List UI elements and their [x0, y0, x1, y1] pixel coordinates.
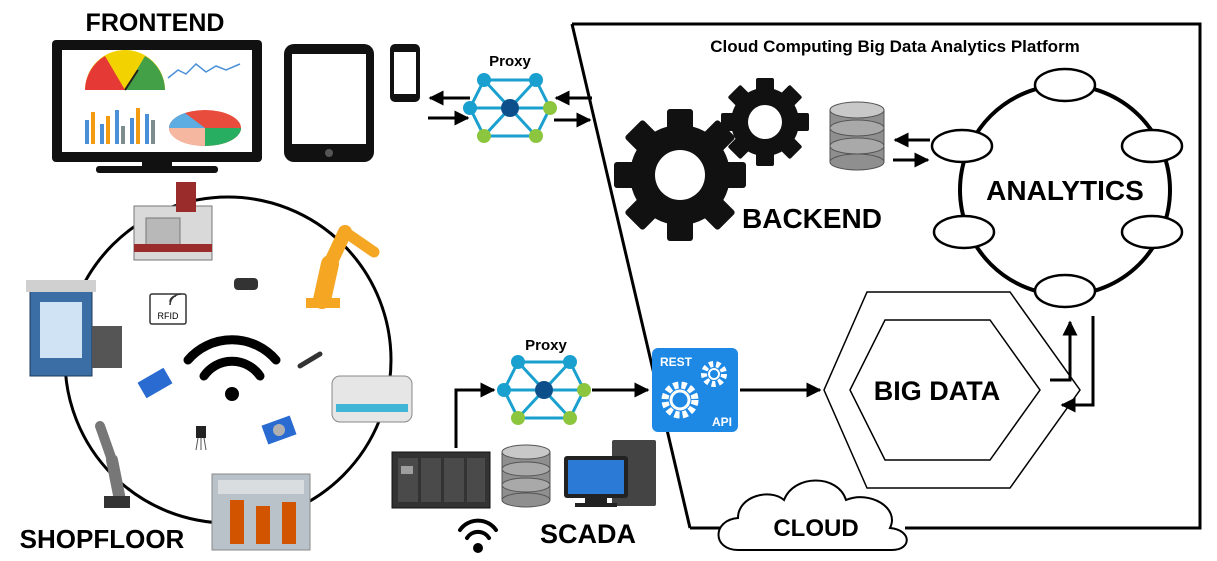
analytics-label: ANALYTICS [986, 175, 1144, 206]
smartphone-icon [390, 44, 420, 102]
arrow-scada-to-proxy [454, 382, 496, 448]
svg-text:RFID: RFID [158, 311, 179, 321]
svg-text:API: API [712, 415, 732, 429]
proximity-sensor-icon [297, 351, 323, 369]
cnc-machine-icon [133, 182, 213, 261]
plc-icon [391, 451, 491, 509]
rfid-icon: RFID [149, 293, 187, 325]
rest-api-icon: REST API [652, 348, 738, 432]
database-icon-scada [501, 444, 551, 508]
gear-small-icon [721, 78, 809, 166]
frontend-label: FRONTEND [86, 9, 225, 37]
monitor-dashboard-icon [52, 40, 262, 173]
database-icon [829, 101, 885, 171]
analytics-nodes [930, 67, 1184, 309]
wifi-icon [183, 335, 281, 401]
proxy-network-icon-bottom [497, 355, 591, 425]
scada-label: SCADA [540, 519, 636, 549]
transistor-icon [195, 426, 207, 451]
big-data-hexagon-inner [849, 319, 1041, 461]
cnc-machine-icon-left [26, 280, 122, 377]
platform-title: Cloud Computing Big Data Analytics Platf… [710, 37, 1080, 56]
svg-text:REST: REST [660, 355, 693, 369]
agv-robot-icon [331, 375, 413, 423]
proxy-bottom-label: Proxy [525, 337, 567, 354]
big-data-label: BIG DATA [874, 376, 1000, 406]
proxy-top-label: Proxy [489, 53, 531, 70]
cloud-label: CLOUD [773, 515, 858, 542]
arrow-analytics-to-bigdata [1060, 316, 1095, 413]
cloud-icon [717, 479, 908, 551]
cobot-arm-icon [95, 421, 130, 508]
robot-arm-icon [306, 225, 380, 309]
shopfloor-label: SHOPFLOOR [20, 524, 185, 554]
backend-label: BACKEND [742, 203, 882, 234]
wifi-icon-scada [458, 518, 498, 553]
proxy-network-icon [463, 73, 557, 143]
gear-icon [614, 109, 746, 241]
module-board-icon [137, 367, 173, 399]
gas-sensor-icon [261, 415, 297, 445]
arrow-bigdata-to-analytics [1050, 320, 1078, 382]
tablet-icon [284, 44, 374, 162]
cloud-platform-left-edge [570, 23, 692, 529]
sensor-icon [234, 278, 258, 290]
desktop-computer-icon [564, 440, 656, 507]
assembly-line-photo [211, 473, 311, 551]
